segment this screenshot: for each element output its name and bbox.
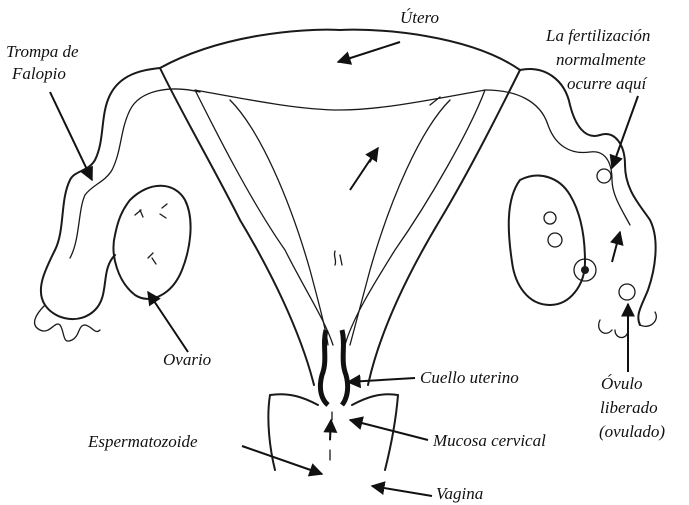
- label-fertilizacion-line1: La fertilización: [546, 26, 650, 46]
- uterine-wall-line-left: [230, 100, 328, 345]
- ovary-follicle: [544, 212, 556, 224]
- label-fertilizacion-line3: ocurre aquí: [567, 74, 646, 94]
- vagina-outline: [268, 394, 398, 470]
- mucosa-arrow: [350, 420, 428, 440]
- vagina-arrow: [372, 486, 432, 496]
- cervix-right-wall: [342, 330, 348, 405]
- sperm-direction-arrow: [350, 148, 378, 190]
- left-ovary: [114, 186, 191, 299]
- right-fallopian-tube-inner: [485, 90, 630, 225]
- right-fallopian-tube: [520, 69, 656, 325]
- ovary-follicle-marks: [135, 204, 167, 264]
- sperm-icon: [334, 251, 335, 265]
- label-fertilizacion-line2: normalmente: [556, 50, 646, 70]
- label-ovulo-line2: liberado: [600, 398, 658, 418]
- espermatozoide-arrow: [242, 446, 322, 474]
- right-ovary: [509, 176, 585, 305]
- label-trompa-line2: Falopio: [12, 64, 66, 84]
- ovary-follicle: [548, 233, 562, 247]
- left-fimbriae: [35, 305, 100, 341]
- fertilized-ovum: [597, 169, 611, 183]
- utero-arrow: [338, 42, 400, 62]
- ovario-arrow: [148, 292, 188, 352]
- ovum-direction-arrow: [612, 232, 620, 262]
- label-ovulo-line1: Óvulo: [601, 374, 643, 394]
- released-ovum-nucleus: [581, 266, 589, 274]
- label-cuello: Cuello uterino: [420, 368, 519, 388]
- label-espermatozoide: Espermatozoide: [88, 432, 198, 452]
- ovum-in-tube: [619, 284, 635, 300]
- sperm-up-arrow: [330, 420, 331, 440]
- uterine-wall-line-right: [350, 100, 450, 345]
- left-fallopian-tube: [41, 68, 160, 319]
- trompa-arrow: [50, 92, 92, 180]
- label-vagina: Vagina: [436, 484, 483, 504]
- label-ovulo-line3: (ovulado): [599, 422, 665, 442]
- cuello-arrow: [348, 378, 415, 382]
- label-ovario: Ovario: [163, 350, 211, 370]
- label-utero: Útero: [400, 8, 439, 28]
- cervix-left-wall: [320, 330, 328, 405]
- label-trompa-line1: Trompa de: [6, 42, 79, 62]
- label-mucosa: Mucosa cervical: [433, 431, 546, 451]
